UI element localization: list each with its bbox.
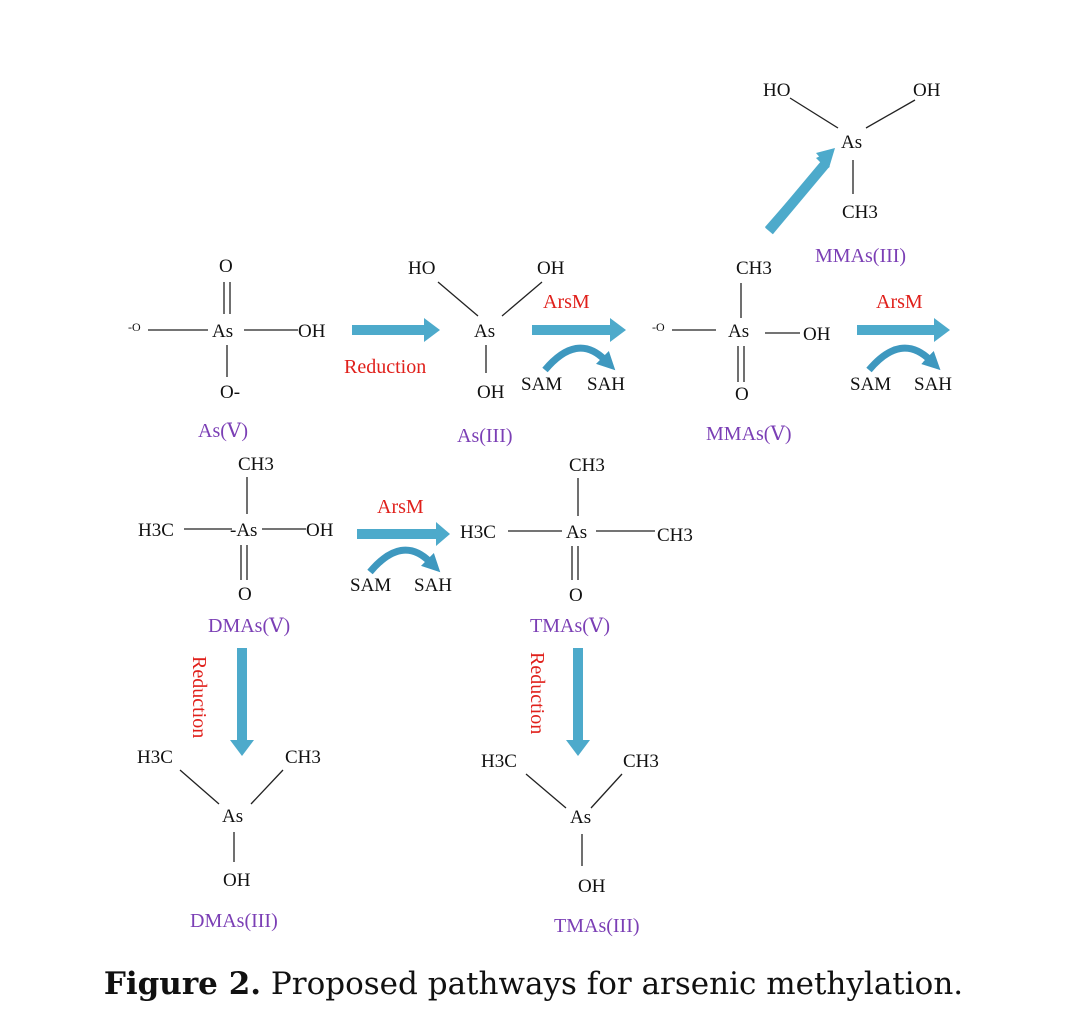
atom-as: -As	[230, 520, 257, 541]
sah-label: SAH	[587, 374, 625, 395]
atom-oh: OH	[223, 870, 251, 891]
label-mmas-iii: MMAs(III)	[815, 245, 906, 267]
dmas-v-structure: CH3 H3C -As OH O DMAs(Ⅴ)	[138, 454, 334, 637]
atom-o: O	[238, 584, 252, 605]
atom-h3c: H3C	[138, 520, 174, 541]
atom-ho: HO	[763, 80, 790, 101]
methylation-pathway-diagram: O -O As OH O- As(Ⅴ) Reduction HO OH As O…	[128, 80, 952, 937]
label-as-v: As(Ⅴ)	[198, 420, 248, 442]
as-iii-structure: HO OH As OH As(III)	[408, 258, 565, 447]
arsm-label: ArsM	[377, 496, 424, 518]
atom-ch3-sub: CH3	[623, 751, 659, 772]
atom-as: As	[570, 807, 591, 828]
atom-ch3-sub: CH3	[238, 454, 274, 475]
sam-label: SAM	[850, 374, 891, 395]
label-tmas-v: TMAs(Ⅴ)	[530, 615, 610, 637]
atom-oh: OH	[537, 258, 565, 279]
as-v-structure: O -O As OH O- As(Ⅴ)	[128, 256, 326, 442]
label-tmas-iii: TMAs(III)	[554, 915, 640, 937]
sah-label: SAH	[414, 575, 452, 596]
atom-ch3: CH3	[736, 258, 772, 279]
atom-ho: HO	[408, 258, 435, 279]
atom-ch3-sub: CH3	[569, 455, 605, 476]
arsm-arrow-1: ArsM SAM SAH	[521, 291, 626, 395]
atom-ch3-sub: CH3	[657, 525, 693, 546]
arrow-to-mmas-iii	[765, 148, 835, 235]
arsm-arrow-2: ArsM SAM SAH	[850, 291, 952, 395]
atom-as: As	[566, 522, 587, 543]
reduction-arrow-2: Reduction	[188, 648, 254, 756]
atom-h3c: H3C	[481, 751, 517, 772]
reduction-label: Reduction	[188, 656, 210, 738]
atom-o: O	[569, 585, 583, 606]
atom-as: As	[222, 806, 243, 827]
sam-label: SAM	[350, 575, 391, 596]
arsm-label: ArsM	[543, 291, 590, 313]
figure-caption: Figure 2. Proposed pathways for arsenic …	[0, 966, 1067, 1002]
atom-o-minus-bottom: O-	[220, 382, 240, 403]
atom-h3c: H3C	[460, 522, 496, 543]
atom-o: O	[219, 256, 233, 277]
arsm-label: ArsM	[876, 291, 923, 313]
tmas-iii-structure: H3C CH3 As OH TMAs(III)	[481, 751, 659, 937]
tmas-v-structure: CH3 H3C As CH3 O TMAs(Ⅴ)	[460, 455, 693, 637]
reduction-label: Reduction	[526, 652, 548, 734]
atom-o: O	[735, 384, 749, 405]
atom-as: As	[841, 132, 862, 153]
atom-as: As	[474, 321, 495, 342]
arsm-arrow-3: ArsM SAM SAH	[350, 496, 452, 596]
mmas-iii-structure: HO OH As CH3 MMAs(III)	[763, 80, 941, 267]
atom-ch3-sub: CH3	[285, 747, 321, 768]
sam-label: SAM	[521, 374, 562, 395]
label-dmas-v: DMAs(Ⅴ)	[208, 615, 290, 637]
atom-oh: OH	[578, 876, 606, 897]
atom-oh: OH	[803, 324, 831, 345]
label-as-iii: As(III)	[457, 425, 513, 447]
figure-label: Figure 2.	[103, 966, 262, 1002]
dmas-iii-structure: H3C CH3 As OH DMAs(III)	[137, 747, 321, 932]
atom-oh: OH	[913, 80, 941, 101]
label-mmas-v: MMAs(Ⅴ)	[706, 423, 792, 445]
atom-oh: OH	[477, 382, 505, 403]
atom-as: As	[212, 321, 233, 342]
figure-caption-text: Proposed pathways for arsenic methylatio…	[270, 966, 964, 1002]
atom-ch3-sub: CH3	[842, 202, 878, 223]
atom-o-minus: -O	[128, 320, 141, 334]
label-dmas-iii: DMAs(III)	[190, 910, 278, 932]
reduction-arrow-3: Reduction	[526, 648, 590, 756]
atom-o-minus: -O	[652, 320, 665, 334]
sah-label: SAH	[914, 374, 952, 395]
atom-oh: OH	[298, 321, 326, 342]
atom-h3c: H3C	[137, 747, 173, 768]
mmas-v-structure: CH3 -O As OH O MMAs(Ⅴ)	[652, 258, 831, 445]
reduction-arrow-1: Reduction	[344, 318, 440, 378]
atom-oh: OH	[306, 520, 334, 541]
reduction-label: Reduction	[344, 356, 426, 378]
atom-as: As	[728, 321, 749, 342]
